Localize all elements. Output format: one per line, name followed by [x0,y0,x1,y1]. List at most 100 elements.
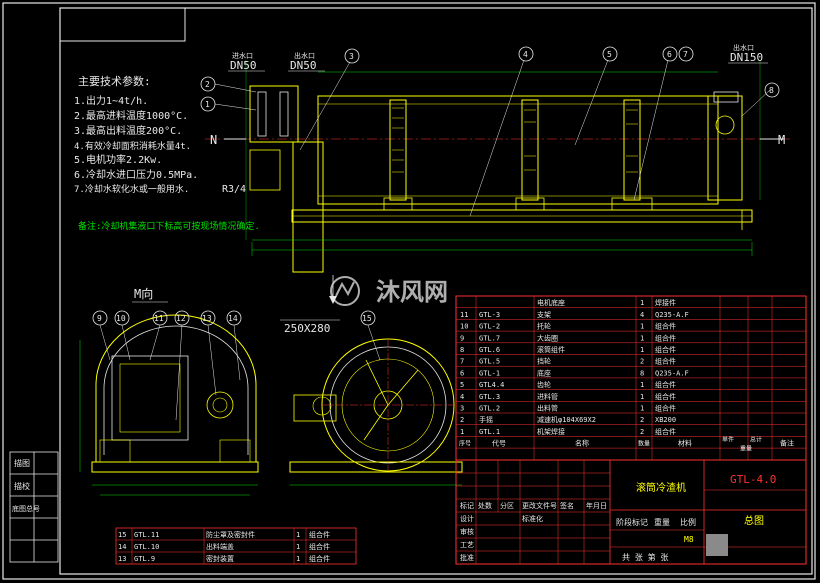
bom-row-mat: Q235-A.F [655,369,689,377]
balloon-13: 13 [202,314,212,323]
gray-stamp [706,534,728,556]
lower-bom-qty: 1 [296,543,300,551]
bom-row-mat: 组合件 [655,392,676,401]
weight-label: 重量 [654,517,670,527]
balloon-4: 4 [523,50,528,59]
lower-bom-name: 出料端盖 [206,542,234,551]
main-elevation: N M 进水口 DN50 出水口 DN50 出水口 DN150 R3/4 250… [205,43,790,335]
lower-bom-code: GTL.11 [134,531,159,539]
bom-h-code: 代号 [492,439,506,448]
bom-row-no: 1 [460,428,464,436]
bom-row-qty: 1 [640,405,644,413]
bom-row-name: 挡轮 [537,357,551,366]
corner-box [59,7,186,42]
balloon-2: 2 [205,80,210,89]
m-view: M向 9 10 11 12 13 14 [79,286,259,496]
lower-bom-no: 14 [118,543,126,551]
bom-row-qty: 4 [640,311,644,319]
bom-row-no: 7 [460,358,464,366]
side-stamp-3: 底图总号 [12,504,40,513]
product-name: 滚筒冷渣机 [636,481,686,494]
bom-h-qty: 数量 [638,440,650,448]
bom-row-name: 机架焊接 [537,427,565,436]
bom-row-mat: 组合件 [655,404,676,413]
balloon-12: 12 [176,314,186,323]
bom-row-qty: 2 [640,358,644,366]
riding-ring-2 [515,99,545,211]
bom-h-remark: 备注 [780,439,794,448]
bom-row-qty: 1 [640,323,644,331]
tb-count: 处数 [478,501,492,510]
tb-sign: 签名 [560,501,574,510]
watermark-text: 沐风网 [376,278,448,306]
bom-row-mat: 组合件 [655,333,676,342]
tech-param-5: 5.电机功率2.2Kw. [74,153,162,166]
tech-param-7: 7.冷却水软化水或一般用水. [74,183,189,195]
watermark: 沐风网 [330,276,448,306]
lower-bom-no: 15 [118,531,126,539]
bom-row-no: 2 [460,416,464,424]
bom-h-no: 序号 [459,440,471,448]
riding-ring-3 [611,99,653,211]
dn50-right: DN50 [290,59,317,72]
bom-row-no: 5 [460,381,464,389]
inlet-water-label: 进水口 [232,51,253,60]
bom-row-code: GTL-3 [479,311,500,319]
bom-row-code: GTL.1 [479,428,500,436]
tb-standard: 标准化 [522,514,543,523]
balloon-1: 1 [205,100,210,109]
tech-note: 备注:冷却机集液口下标高可按现场情况确定. [78,220,260,232]
bom-row-mat: 组合件 [655,322,676,331]
bom-row-code: GTL.2 [479,405,500,413]
lower-bom-mat: 组合件 [309,530,330,539]
bom-row-no: 6 [460,369,464,377]
bom-h-name: 名称 [575,439,589,448]
balloon-3: 3 [349,52,354,61]
balloon-6: 6 [667,50,672,59]
lower-bom-mat: 组合件 [309,554,330,563]
bom-row-qty: 1 [640,393,644,401]
bom-row-qty: 2 [640,416,644,424]
side-stamp-1: 描图 [14,458,30,468]
bom-row-no: 11 [460,311,468,319]
bom-row-name: 托轮 [537,322,551,331]
bom-row-code: GTL.7 [479,334,500,342]
balloon-7: 7 [683,50,688,59]
title-block: 滚筒冷渣机 GTL-4.0 总图 阶段标记 重量 比例 M8 共 张 第 张 标… [455,459,807,565]
tech-params-title: 主要技术参数: [78,74,151,88]
bom-row-qty: 1 [640,346,644,354]
tech-param-2: 2.最高进料温度1000°C. [74,109,188,122]
balloon-9: 9 [97,314,102,323]
inlet-chute [292,141,324,273]
balloon-8: 8 [769,86,774,95]
inner-frame [59,7,813,575]
bom-row-mat: Q235-A.F [655,311,689,319]
tech-param-1: 1.出力1~4t/h. [74,94,148,107]
drum-body [317,95,719,205]
bom-row-name: 出料管 [537,404,558,413]
tech-param-3: 3.最高出料温度200°C. [74,124,182,137]
balloon-14: 14 [228,314,238,323]
bom-row-name: 大齿圈 [537,333,558,342]
lower-bom-mat: 组合件 [309,542,330,551]
dn150-label: DN150 [730,51,763,64]
balloon-5: 5 [607,50,612,59]
lower-bom-name: 防尘罩及密封件 [206,530,255,539]
sheet-label: 共 张 第 张 [622,552,668,562]
bom-row-mat: 组合件 [655,427,676,436]
section-mark-n: N [210,133,217,147]
bom-row-code: 手摇 [479,415,493,424]
balloon-10: 10 [116,314,126,323]
bom-row-no: 8 [460,346,464,354]
bom-row-qty: 8 [640,369,644,377]
scale-label: 比例 [680,517,696,527]
bom-row-qty: 2 [640,428,644,436]
riding-ring-1 [383,99,413,211]
bom-row-code: GTL4.4 [479,381,504,389]
bom-top-qty: 1 [640,299,644,307]
bom-row-code: GTL-1 [479,369,500,377]
tb-design: 设计 [460,514,474,523]
